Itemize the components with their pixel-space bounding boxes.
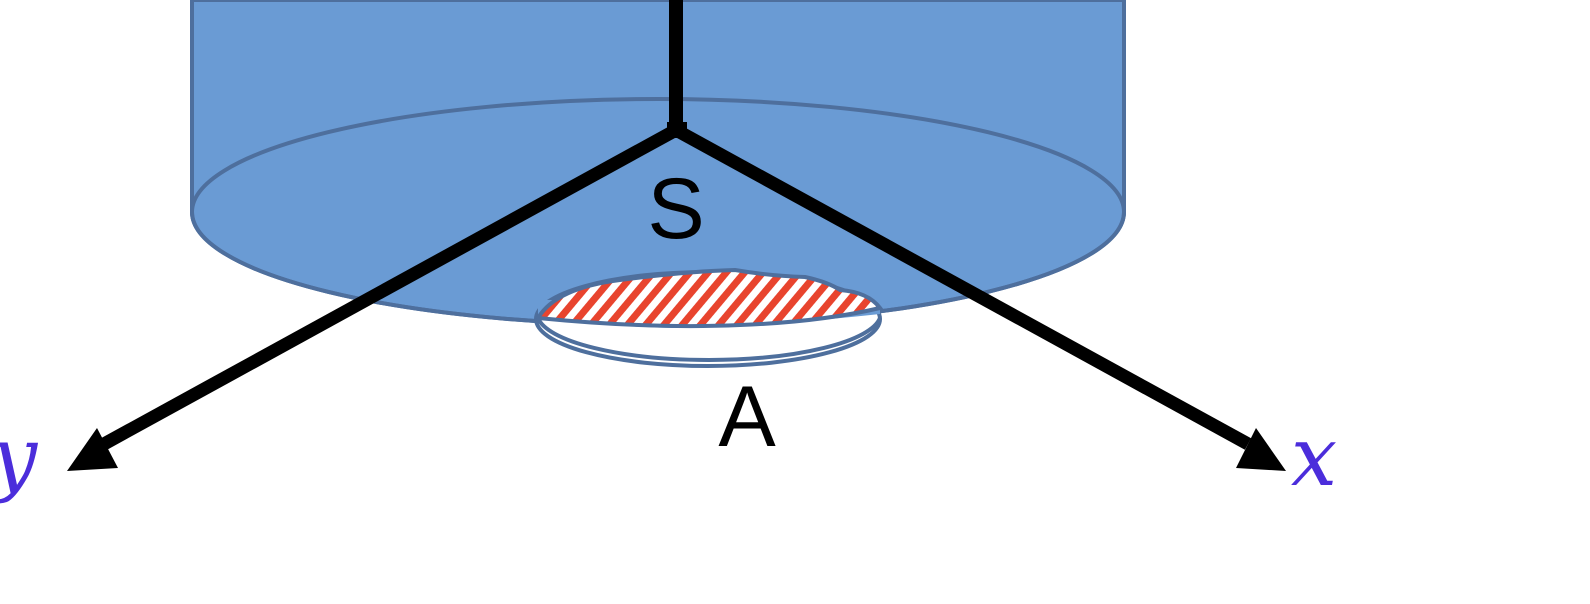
y-axis-label: y — [0, 410, 39, 505]
hatched-region — [534, 267, 884, 329]
y-arrowhead — [67, 428, 118, 471]
surface-label: S — [647, 161, 704, 257]
area-ellipse-lower-edge — [536, 317, 882, 362]
area-label: A — [718, 369, 776, 465]
x-axis-line — [672, 124, 1252, 450]
y-axis-line — [100, 124, 680, 450]
x-arrowhead — [1236, 428, 1286, 471]
origin-knob — [667, 122, 687, 138]
x-axis-label: x — [1291, 410, 1337, 505]
